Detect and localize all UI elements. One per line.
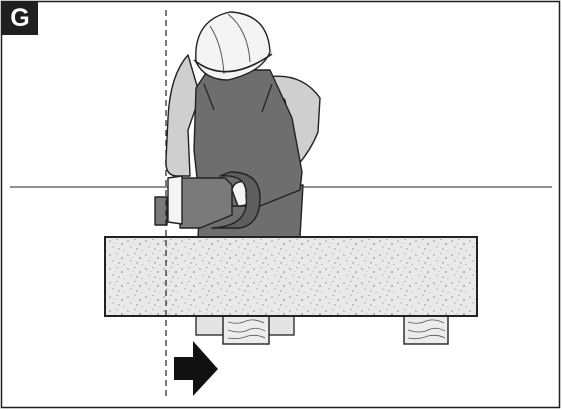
saw-handle bbox=[211, 171, 261, 229]
saw-front-grip bbox=[167, 175, 183, 225]
concrete-slab bbox=[104, 236, 478, 317]
wood-grain-icon bbox=[407, 319, 446, 340]
hard-hat-ridge-icon bbox=[209, 13, 251, 75]
support-block-right bbox=[403, 315, 449, 345]
saw-blade-guard bbox=[154, 196, 168, 226]
hard-hat-brim bbox=[193, 53, 273, 73]
hard-hat bbox=[195, 11, 271, 81]
direction-arrow-icon bbox=[174, 341, 218, 396]
saw-motor-housing bbox=[179, 177, 233, 229]
wood-grain-icon bbox=[227, 319, 266, 340]
figure-label-badge: G bbox=[2, 2, 38, 35]
overall-straps bbox=[203, 83, 273, 113]
wooden-support-blocks bbox=[195, 315, 449, 345]
wall-saw bbox=[154, 171, 261, 229]
